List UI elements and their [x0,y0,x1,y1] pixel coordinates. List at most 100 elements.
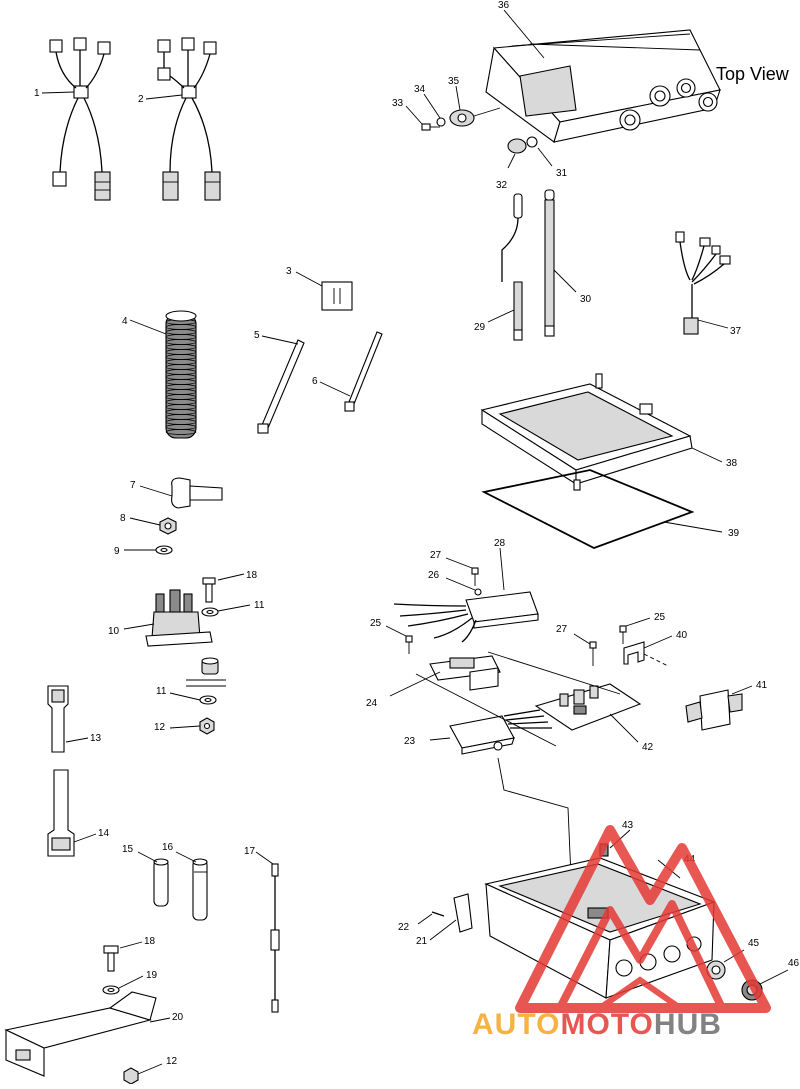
watermark-word-hub: HUB [654,1008,722,1041]
part-22-pin [417,911,445,925]
label-10: 10 [108,626,120,637]
label-30: 30 [580,294,592,305]
part-4-convoluted-tubing [129,310,197,439]
part-13-strap [47,685,89,753]
solenoid-spacer [186,657,226,687]
label-20: 20 [172,1012,184,1023]
label-2: 2 [138,94,144,105]
part-24-bracket [389,655,501,697]
label-46: 46 [788,958,800,969]
part-38-cover [480,373,723,491]
part-25-screw-left [385,625,413,654]
part-29-plug-wire [487,193,523,341]
label-28: 28 [494,538,506,549]
part-40-clip [623,635,673,667]
label-5: 5 [254,330,260,341]
label-22: 22 [398,922,410,933]
part-9-washer [124,545,173,555]
part-16-fuse [175,851,208,921]
tubing-coil-ring [165,429,197,435]
label-3: 3 [286,266,292,277]
part-5-cable-tie [257,335,305,434]
label-23: 23 [404,736,416,747]
label-25-left: 25 [370,618,382,629]
label-17: 17 [244,846,256,857]
label-27-upper: 27 [430,550,442,561]
part-11-washer-lower [169,692,217,705]
label-45: 45 [748,938,760,949]
part-41-relay [685,685,753,731]
part-6-cable-tie [319,331,383,412]
assembly-guide-lines [415,651,621,901]
label-18-lower: 18 [144,936,156,947]
label-40: 40 [676,630,688,641]
label-18-top: 18 [246,570,258,581]
part-12-nut-upper [169,717,215,735]
label-25-right: 25 [654,612,666,623]
part-number-labels: 1 2 3 4 5 6 7 8 9 10 11 11 12 12 13 14 1… [34,0,800,1067]
label-33: 33 [392,98,404,109]
part-21-latch [429,893,473,941]
top-view-label: Top View [716,64,790,84]
label-42: 42 [642,742,654,753]
part-3-decal [295,271,353,311]
part-19-washer [102,975,144,995]
label-36: 36 [498,0,510,11]
part-39-gasket [481,469,723,549]
watermark-word-moto: MOTO [560,1008,653,1041]
part-28-module [393,547,539,643]
part-18-bolt-top [202,573,245,603]
part-20-bracket [4,991,171,1077]
part-32-cap [507,138,527,169]
part-7-cable-boot [139,477,223,509]
label-29: 29 [474,322,486,333]
part-12-nut-lower [123,1063,163,1085]
label-19: 19 [146,970,158,981]
part-35-sensor [449,85,501,127]
label-8: 8 [120,513,126,524]
label-43: 43 [622,820,634,831]
part-33-screw [405,105,440,131]
part-27-screw-lower [573,633,597,666]
part-37-sub-harness [675,231,731,335]
label-21: 21 [416,936,428,947]
label-11-top: 11 [254,600,265,611]
part-30-plug-wire [544,189,577,337]
label-26: 26 [428,570,440,581]
watermark-text: AUTOMOTOHUB [472,1008,722,1041]
label-34: 34 [414,84,426,95]
label-4: 4 [122,316,128,327]
part-11-washer-top [201,604,251,617]
label-24: 24 [366,698,378,709]
label-11-lower: 11 [156,686,167,697]
watermark-word-auto: AUTO [472,1008,560,1041]
automotohub-watermark: AUTOMOTOHUB [472,825,771,1041]
part-27-screw-upper [445,557,479,586]
label-38: 38 [726,458,738,469]
part-25-screw-right [619,617,651,644]
label-27-lower: 27 [556,624,568,635]
label-15: 15 [122,844,134,855]
label-12-lower: 12 [166,1056,178,1067]
part-36-top-view-box [485,9,721,143]
part-31-grommet [526,136,553,167]
label-41: 41 [756,680,768,691]
label-7: 7 [130,480,136,491]
part-8-nut [129,517,177,535]
label-35: 35 [448,76,460,87]
part-26-washer [445,577,482,596]
label-12-upper: 12 [154,722,166,733]
part-1-wire-harness [41,37,111,201]
label-31: 31 [556,168,568,179]
part-2-wire-harness [145,37,221,201]
label-37: 37 [730,326,742,337]
label-1: 1 [34,88,40,99]
part-17-jumper-wire [255,851,280,1013]
label-6: 6 [312,376,318,387]
label-32: 32 [496,180,508,191]
part-42-circuit-board [534,683,642,743]
part-34-washer [423,93,446,127]
label-16: 16 [162,842,174,853]
part-15-fuse [137,851,169,907]
